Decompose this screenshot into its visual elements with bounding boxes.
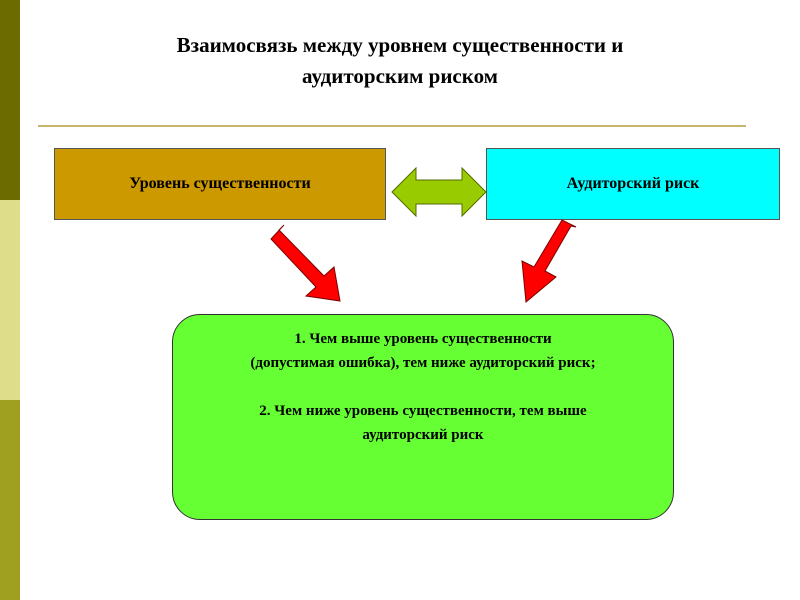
slide-title-line-2: аудиторским риском — [302, 64, 498, 88]
sidebar-segment-dark — [0, 0, 20, 200]
title-divider — [38, 125, 746, 127]
decorative-sidebar — [0, 0, 20, 600]
sidebar-segment-light — [0, 200, 20, 400]
double-arrow-icon — [391, 166, 487, 218]
materiality-level-box: Уровень существенности — [54, 148, 386, 220]
slide-title: Взаимосвязь между уровнем существенности… — [40, 30, 760, 92]
audit-risk-box: Аудиторский риск — [486, 148, 780, 220]
conclusion-item-1-line-1: 1. Чем выше уровень существенности — [294, 331, 552, 347]
slide-title-line-1: Взаимосвязь между уровнем существенности… — [176, 33, 624, 57]
conclusion-item-2-line-1: 2. Чем ниже уровень существенности, тем … — [259, 403, 587, 419]
materiality-level-label: Уровень существенности — [129, 175, 311, 192]
conclusion-item-1-line-2: (допустимая ошибка), тем ниже аудиторски… — [250, 355, 596, 371]
audit-risk-label: Аудиторский риск — [566, 175, 700, 192]
arrow-down-right-icon — [270, 224, 341, 302]
sidebar-segment-mid — [0, 400, 20, 600]
arrow-down-left-icon — [521, 219, 577, 303]
conclusion-item-2-line-2: аудиторский риск — [362, 427, 484, 443]
relationship-conclusion-box: 1. Чем выше уровень существенности (допу… — [172, 314, 674, 520]
conclusion-spacer — [187, 375, 659, 399]
